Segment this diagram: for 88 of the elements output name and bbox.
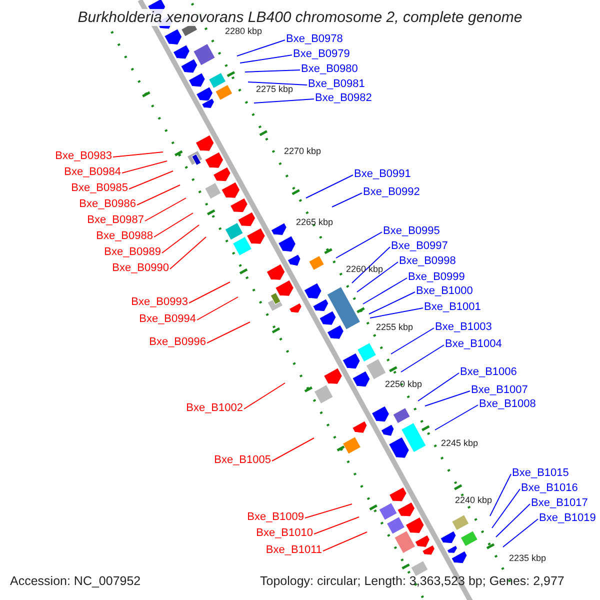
gene-label: Bxe_B1004 bbox=[445, 338, 502, 351]
info-text: Topology: circular; Length: 3,363,523 bp; Genes: 2,977 bbox=[260, 574, 564, 589]
gene-label: Bxe_B0986 bbox=[79, 198, 136, 211]
gene-label: Bxe_B0983 bbox=[55, 150, 112, 163]
info-text: Accession: NC_007952 bbox=[10, 574, 141, 589]
gene-label: Bxe_B0987 bbox=[87, 214, 144, 227]
leader-line bbox=[122, 160, 168, 174]
leader-line bbox=[206, 322, 250, 344]
gene-label: Bxe_B0978 bbox=[286, 33, 343, 46]
gene-label: Bxe_B0990 bbox=[112, 262, 169, 275]
tick-label: 2270 kbp bbox=[284, 146, 322, 156]
gene-label: Bxe_B0995 bbox=[383, 225, 440, 238]
leader-line bbox=[390, 328, 434, 354]
gene-label: Bxe_B1001 bbox=[424, 301, 481, 314]
leader-line bbox=[162, 224, 200, 254]
leader-line bbox=[196, 296, 238, 320]
tick-label: 2265 kbp bbox=[296, 217, 334, 227]
gene-label: Bxe_B0984 bbox=[64, 166, 121, 179]
tick-label: 2240 kbp bbox=[455, 495, 492, 505]
gene-label: Bxe_B0980 bbox=[301, 63, 358, 76]
gene-label: Bxe_B1016 bbox=[521, 482, 578, 495]
gene-label: Bxe_B0998 bbox=[399, 255, 456, 268]
leader-line bbox=[154, 212, 194, 238]
tick-label: 2250 kbp bbox=[385, 379, 422, 389]
gene-label: Bxe_B0994 bbox=[139, 313, 196, 326]
leader-line bbox=[492, 488, 520, 528]
tick-label: 2245 kbp bbox=[441, 438, 478, 448]
gene-label: Bxe_B1005 bbox=[214, 454, 271, 467]
leader-line bbox=[254, 98, 314, 104]
gene-label: Bxe_B0999 bbox=[408, 271, 465, 284]
gene-label: Bxe_B0996 bbox=[149, 336, 206, 349]
gene-label: Bxe_B0989 bbox=[104, 246, 161, 259]
tick-label: 2235 kbp bbox=[509, 553, 546, 563]
gene-label: Bxe_B0997 bbox=[391, 240, 448, 253]
tick-label: 2260 kbp bbox=[346, 264, 384, 274]
leader-line bbox=[240, 54, 292, 64]
leader-line bbox=[322, 532, 368, 552]
gene-label: Bxe_B1011 bbox=[266, 544, 322, 557]
leader-line bbox=[304, 504, 352, 518]
leader-line bbox=[502, 518, 538, 548]
gene-label: Bxe_B1000 bbox=[416, 285, 473, 298]
leader-line bbox=[418, 372, 460, 402]
gene-label: Bxe_B1002 bbox=[186, 402, 243, 415]
leader-line bbox=[356, 262, 398, 292]
gene-label: Bxe_B0988 bbox=[96, 230, 153, 243]
leader-line bbox=[144, 198, 186, 222]
leader-line bbox=[244, 382, 286, 410]
tick-label: 2280 kbp bbox=[225, 26, 262, 36]
gene-label: Bxe_B1010 bbox=[256, 527, 313, 540]
gene-label: Bxe_B0985 bbox=[71, 182, 128, 195]
leader-line bbox=[434, 404, 478, 430]
leader-line bbox=[244, 70, 300, 72]
leader-line bbox=[272, 438, 314, 462]
leader-line bbox=[170, 236, 206, 270]
leader-line bbox=[306, 174, 354, 198]
gene-label: Bxe_B0993 bbox=[131, 296, 188, 309]
leader-line bbox=[368, 292, 416, 314]
leader-line bbox=[136, 184, 180, 206]
leader-line bbox=[400, 344, 444, 372]
leader-line bbox=[352, 246, 390, 284]
leader-line bbox=[496, 504, 530, 538]
leader-line bbox=[128, 170, 174, 190]
tick-label: 2255 kbp bbox=[376, 322, 414, 332]
leader-line bbox=[370, 308, 424, 318]
leader-line bbox=[248, 82, 308, 86]
gene-label: Bxe_B1006 bbox=[460, 366, 517, 379]
gene-label: Bxe_B0992 bbox=[363, 186, 420, 199]
leader-line bbox=[336, 232, 382, 258]
leader-line bbox=[362, 278, 408, 304]
leader-line bbox=[188, 282, 230, 304]
gene-label: Bxe_B1007 bbox=[471, 384, 528, 397]
gene-label: Bxe_B1019 bbox=[539, 512, 596, 525]
gene-label: Bxe_B1008 bbox=[479, 398, 536, 411]
leader-line bbox=[112, 152, 164, 158]
leader-line bbox=[314, 516, 360, 534]
gene-label: Bxe_B1017 bbox=[531, 497, 588, 510]
gene-label: Bxe_B0979 bbox=[293, 48, 350, 61]
gene-label: Bxe_B0981 bbox=[308, 78, 365, 91]
gene-label: Bxe_B0991 bbox=[354, 168, 411, 181]
gene-label: Bxe_B1015 bbox=[512, 467, 569, 480]
tick-label: 2275 kbp bbox=[256, 84, 294, 94]
gene-label: Bxe_B0982 bbox=[315, 92, 372, 105]
leader-line bbox=[236, 40, 286, 56]
gene-label: Bxe_B1003 bbox=[435, 321, 492, 334]
gene-label: Bxe_B1009 bbox=[247, 511, 304, 524]
leader-line bbox=[332, 192, 362, 208]
leader-line bbox=[424, 390, 470, 406]
leader-line bbox=[490, 474, 512, 516]
